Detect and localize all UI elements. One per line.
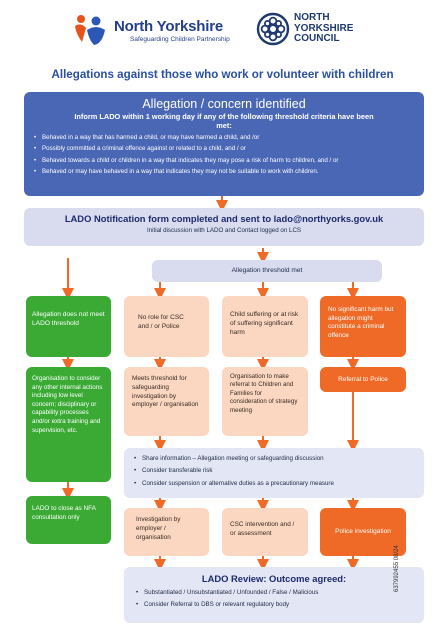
col2-no-role-csc-police: No role for CSC and / or Police xyxy=(124,296,209,357)
council-logo-line2: YORKSHIRE xyxy=(294,22,354,34)
info-item: Share information – Allegation meeting o… xyxy=(134,455,414,464)
criteria-item: Behaved towards a child or children in a… xyxy=(34,157,414,166)
col3-significant-harm: Child suffering or at risk of suffering … xyxy=(222,296,308,357)
allegation-identified-box: Allegation / concern identified Inform L… xyxy=(24,92,424,196)
review-item: Substantiated / Unsubstantiated / Unfoun… xyxy=(136,589,412,598)
nysc-logo-icon xyxy=(72,12,112,48)
council-logo-text: NORTH YORKSHIRE COUNCIL xyxy=(294,12,404,45)
col1-threshold-not-met: Allegation does not meet LADO threshold xyxy=(26,296,111,357)
page-title: Allegations against those who work or vo… xyxy=(51,68,394,81)
review-list: Substantiated / Unsubstantiated / Unfoun… xyxy=(136,589,412,610)
col4-referral-police: Referral to Police xyxy=(320,367,406,392)
info-list: Share information – Allegation meeting o… xyxy=(134,455,414,489)
council-logo-line1: NORTH xyxy=(294,12,330,23)
council-logo-line3: COUNCIL xyxy=(294,33,340,44)
review-heading: LADO Review: Outcome agreed: xyxy=(201,573,347,584)
col2-meets-threshold: Meets threshold for safeguarding investi… xyxy=(124,367,209,436)
criteria-item: Behaved in a way that has harmed a child… xyxy=(34,134,414,143)
notification-box: LADO Notification form completed and sen… xyxy=(24,208,424,246)
criteria-item: Behaved or may have behaved in a way tha… xyxy=(34,168,414,177)
allegation-heading: Allegation / concern identified xyxy=(142,97,306,111)
info-box: Share information – Allegation meeting o… xyxy=(124,448,424,498)
col3-csc-intervention: CSC intervention and / or assessment xyxy=(222,508,308,556)
document-code: 637992455 08/24 xyxy=(394,545,400,592)
info-item: Consider suspension or alternative dutie… xyxy=(134,480,414,489)
council-crest-icon xyxy=(256,12,290,46)
notification-heading: LADO Notification form completed and sen… xyxy=(64,213,384,224)
nysc-logo-title: North Yorkshire xyxy=(114,18,223,35)
lado-review-box: LADO Review: Outcome agreed: Substantiat… xyxy=(124,567,424,623)
threshold-met-box: Allegation threshold met xyxy=(152,260,382,282)
col1-internal-actions: Organisation to consider any other inter… xyxy=(26,367,111,482)
col2-investigation-employer: Investigation by employer / organisation xyxy=(124,508,209,556)
info-item: Consider transferable risk xyxy=(134,467,414,476)
col1-close-nfa: LADO to close as NFA consultation only xyxy=(26,496,111,544)
nysc-logo-subtitle: Safeguarding Children Partnership xyxy=(130,36,230,43)
allegation-subheading: Inform LADO within 1 working day if any … xyxy=(74,112,374,130)
review-item: Consider Referral to DBS or relevant reg… xyxy=(136,601,412,610)
notification-subheading: Initial discussion with LADO and Contact… xyxy=(146,227,302,234)
criteria-item: Possibly committed a criminal offence ag… xyxy=(34,145,414,154)
col3-referral-children-families: Organisation to make referral to Childre… xyxy=(222,367,308,436)
col4-criminal-offence: No significant harm but allegation might… xyxy=(320,296,406,357)
threshold-criteria-list: Behaved in a way that has harmed a child… xyxy=(34,134,414,177)
col4-police-investigation: Police investigation xyxy=(320,508,406,556)
